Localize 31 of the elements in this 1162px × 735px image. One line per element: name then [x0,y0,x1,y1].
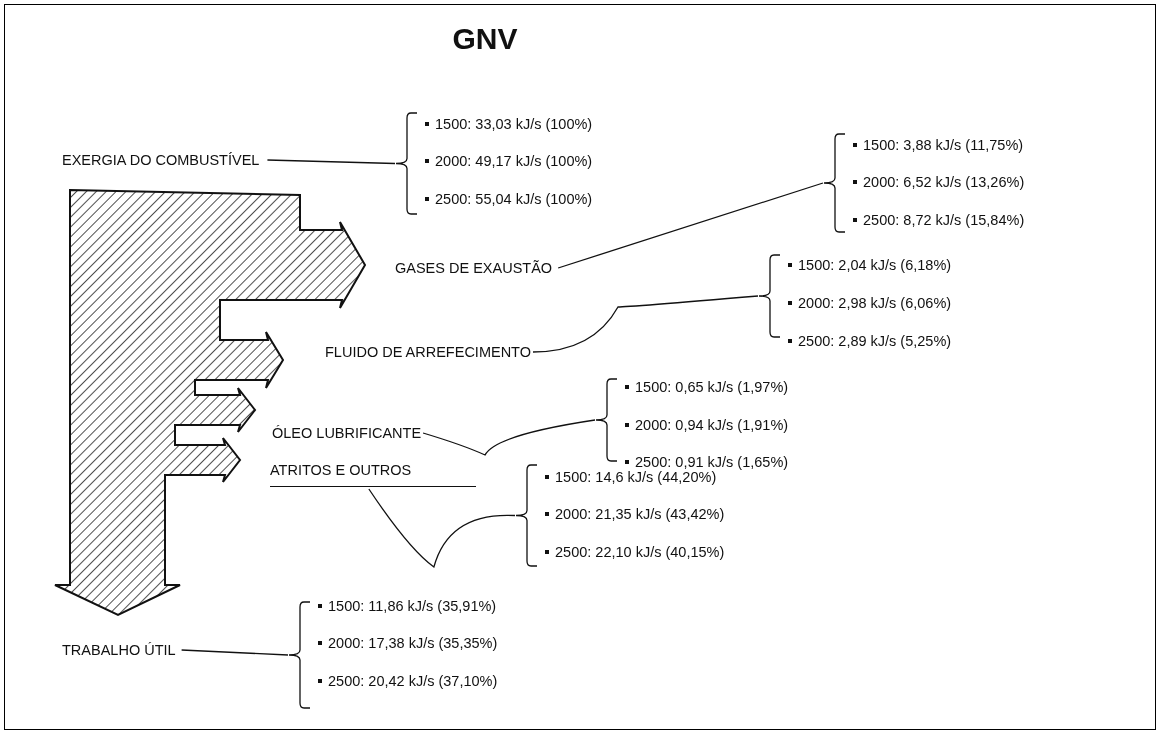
value-line: 2000: 17,38 kJ/s (35,35%) [318,634,498,652]
title: GNV [451,22,519,56]
value-line: 2000: 2,98 kJ/s (6,06%) [788,294,952,312]
value-line: 2000: 21,35 kJ/s (43,42%) [545,505,725,523]
value-line: 2500: 20,42 kJ/s (37,10%) [318,672,498,690]
category-label: FLUIDO DE ARREFECIMENTO [325,343,531,361]
category-label: TRABALHO ÚTIL [62,641,176,659]
category-label: EXERGIA DO COMBUSTÍVEL [62,151,260,169]
leader-line [368,488,516,568]
value-line: 2000: 0,94 kJ/s (1,91%) [625,416,789,434]
category-label: GASES DE EXAUSTÃO [395,259,553,277]
leader-line [532,295,759,353]
leader-line [266,159,396,165]
leader-line [180,649,289,656]
value-line: 2500: 8,72 kJ/s (15,84%) [853,211,1025,229]
value-line: 2500: 2,89 kJ/s (5,25%) [788,332,952,350]
category-label: ÓLEO LUBRIFICANTE [272,424,422,442]
value-line: 1500: 11,86 kJ/s (35,91%) [318,597,497,615]
value-line: 2500: 22,10 kJ/s (40,15%) [545,543,725,561]
leader-line [422,419,596,456]
value-line: 1500: 2,04 kJ/s (6,18%) [788,256,952,274]
category-label: ATRITOS E OUTROS [270,461,476,487]
value-line: 1500: 33,03 kJ/s (100%) [425,115,593,133]
value-line: 2500: 55,04 kJ/s (100%) [425,190,593,208]
value-line: 1500: 14,6 kJ/s (44,20%) [545,468,717,486]
value-line: 1500: 3,88 kJ/s (11,75%) [853,136,1024,154]
value-line: 2000: 49,17 kJ/s (100%) [425,152,593,170]
value-line: 1500: 0,65 kJ/s (1,97%) [625,378,789,396]
value-line: 2500: 0,91 kJ/s (1,65%) [625,453,789,471]
value-line: 2000: 6,52 kJ/s (13,26%) [853,173,1025,191]
leader-line [557,182,824,269]
